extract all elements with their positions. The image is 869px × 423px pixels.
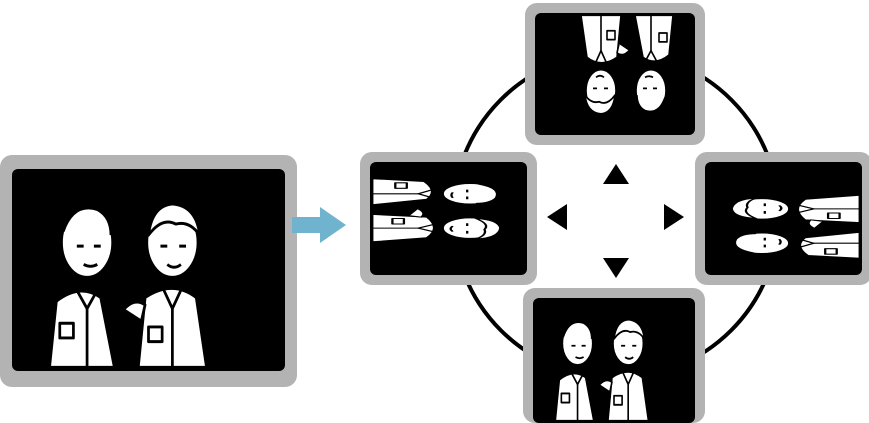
rotated-view-up [525, 3, 705, 145]
source-image [12, 169, 285, 371]
people-illustration [370, 164, 527, 274]
triangle-left-icon [545, 202, 569, 232]
arrow-right-icon [290, 205, 350, 245]
people-illustration [535, 13, 695, 135]
people-illustration [12, 169, 285, 371]
rotated-view-left [360, 152, 537, 285]
triangle-right-icon [662, 202, 686, 232]
source-image-frame [0, 155, 297, 387]
triangle-down-icon [601, 256, 631, 280]
people-illustration [705, 164, 862, 274]
rotated-view-down [523, 288, 705, 423]
triangle-up-icon [601, 162, 631, 186]
rotated-view-right [695, 152, 869, 285]
people-illustration [533, 298, 695, 423]
